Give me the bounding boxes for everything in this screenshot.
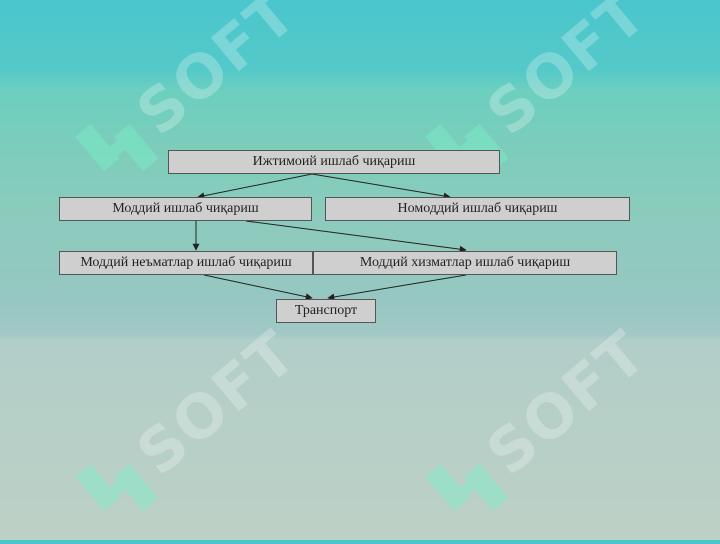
arrow-services-to-transport — [327, 274, 467, 301]
arrow-material-to-services — [245, 220, 467, 253]
arrow-root-to-material — [197, 173, 313, 200]
box-transport: Транспорт — [276, 299, 376, 323]
box-material-production: Моддий ишлаб чиқариш — [59, 197, 312, 221]
box-nonmaterial-production: Номоддий ишлаб чиқариш — [325, 197, 630, 221]
box-social-production: Ижтимоий ишлаб чиқариш — [168, 150, 500, 174]
box-material-goods-production: Моддий неъматлар ишлаб чиқариш — [59, 251, 313, 275]
box-material-services-production: Моддий хизматлар ишлаб чиқариш — [313, 251, 617, 275]
arrow-root-to-nonmaterial — [311, 173, 451, 200]
arrow-goods-to-transport — [203, 274, 313, 301]
